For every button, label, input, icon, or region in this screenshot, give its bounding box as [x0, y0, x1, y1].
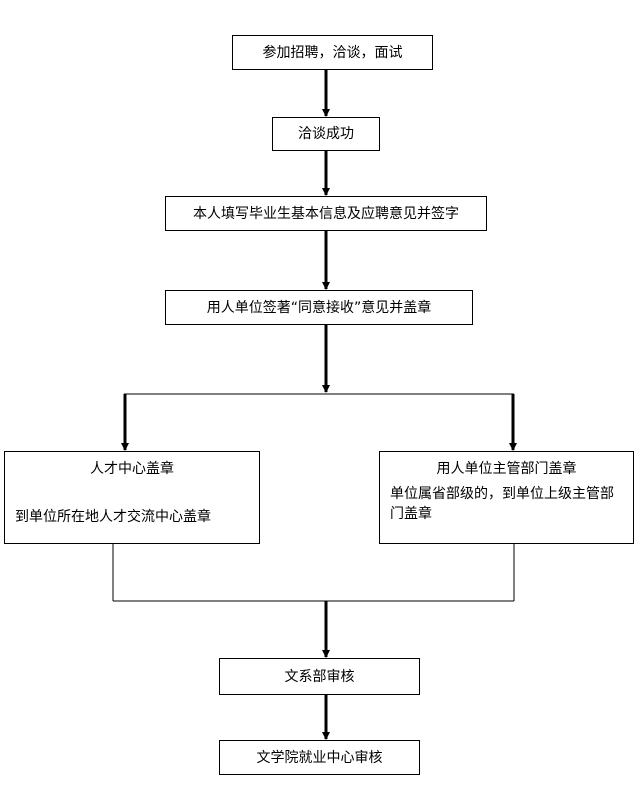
branch-talent-center-note: 到单位所在地人才交流中心盖章	[15, 509, 211, 525]
step-apply-interview-label: 参加招聘，洽谈，面试	[262, 44, 403, 61]
branch-talent-center: 人才中心盖章 到单位所在地人才交流中心盖章	[4, 451, 260, 544]
step-negotiation-success-label: 洽谈成功	[298, 126, 354, 142]
step-negotiation-success: 洽谈成功	[272, 117, 380, 151]
step-employer-stamp-label: 用人单位签著“同意接收”意见并盖章	[206, 299, 432, 316]
branch-talent-center-title: 人才中心盖章	[90, 461, 174, 477]
step-fill-info-sign-label: 本人填写毕业生基本信息及应聘意见并签字	[193, 205, 459, 222]
step-employment-center-review: 文学院就业中心审核	[219, 740, 420, 775]
step-apply-interview: 参加招聘，洽谈，面试	[232, 35, 433, 70]
branch-supervising-dept: 用人单位主管部门盖章 单位属省部级的，到单位上级主管部门盖章	[379, 451, 634, 544]
step-fill-info-sign: 本人填写毕业生基本信息及应聘意见并签字	[165, 196, 487, 231]
step-department-review: 文系部审核	[219, 658, 420, 695]
branch-supervising-dept-title: 用人单位主管部门盖章	[436, 461, 577, 477]
step-department-review-label: 文系部审核	[284, 668, 355, 685]
step-employer-stamp: 用人单位签著“同意接收”意见并盖章	[165, 290, 473, 325]
step-employment-center-review-label: 文学院就业中心审核	[256, 749, 383, 766]
branch-supervising-dept-note: 单位属省部级的，到单位上级主管部门盖章	[390, 486, 614, 522]
